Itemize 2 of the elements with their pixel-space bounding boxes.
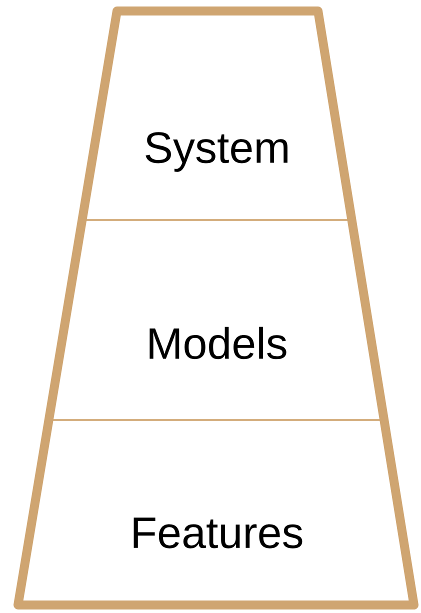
node-label: System [146, 132, 288, 172]
pyramid-level: Features [17, 419, 415, 606]
